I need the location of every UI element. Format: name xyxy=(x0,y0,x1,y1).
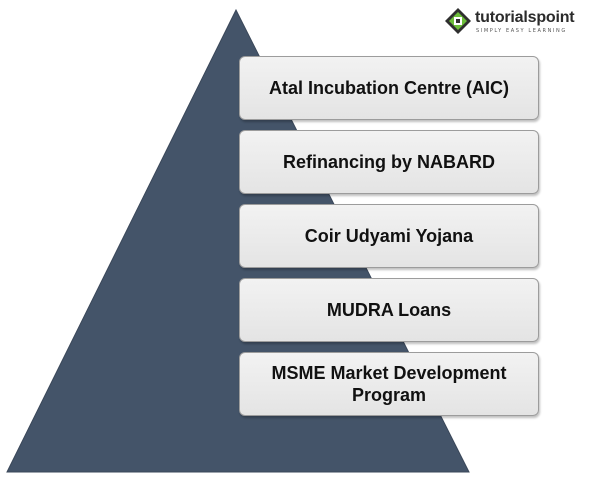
level-box-4: MUDRA Loans xyxy=(239,278,539,342)
level-box-1: Atal Incubation Centre (AIC) xyxy=(239,56,539,120)
level-label: Coir Udyami Yojana xyxy=(304,226,474,246)
level-box-2: Refinancing by NABARD xyxy=(239,130,539,194)
level-box-5: MSME Market Development Program xyxy=(239,352,539,416)
tutorialspoint-logo: tutorialspoint SIMPLY EASY LEARNING xyxy=(442,5,592,41)
level-label: MUDRA Loans xyxy=(326,300,452,320)
level-label: MSME Market Development Program xyxy=(271,363,507,405)
logo-wordmark: tutorialspoint xyxy=(475,9,575,26)
level-label: Refinancing by NABARD xyxy=(282,152,495,172)
level-box-3: Coir Udyami Yojana xyxy=(239,204,539,268)
tutorialspoint-logo-icon xyxy=(445,8,471,34)
logo-tagline: SIMPLY EASY LEARNING xyxy=(476,28,567,34)
level-label: Atal Incubation Centre (AIC) xyxy=(268,78,509,98)
